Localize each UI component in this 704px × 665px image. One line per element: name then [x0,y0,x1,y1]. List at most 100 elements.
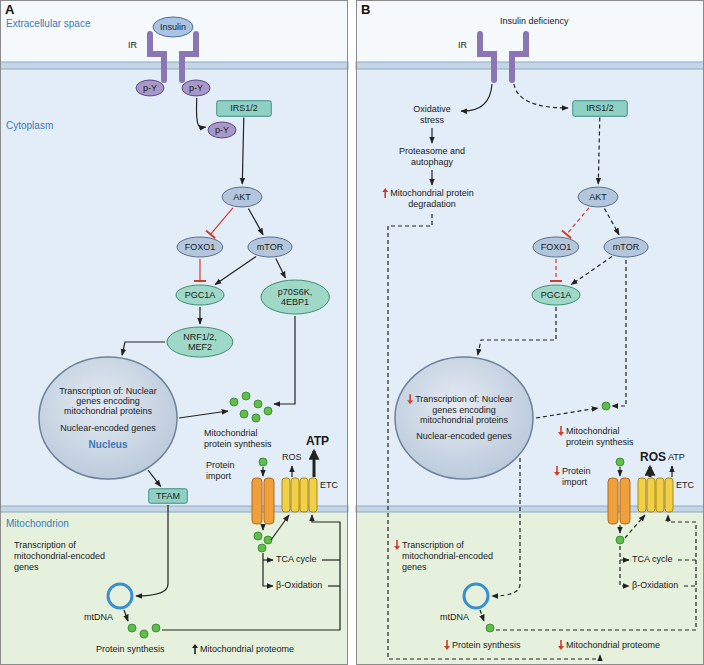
change-arrow [382,188,388,192]
change-arrow [558,432,564,436]
annotation-label: Protein import [562,466,606,488]
inhibition-connector [555,259,556,281]
panel-b-illustration [388,214,600,659]
panel-a-illustration [254,400,262,408]
panel-b-illustration [486,624,494,632]
node-outline [149,489,188,504]
panel-b-illustration [620,546,629,586]
annotation-label: ATP [668,452,685,463]
activation-arrow [571,257,612,285]
panel-a-illustration [263,553,273,586]
panel-a-illustration [254,532,262,540]
panel-b-illustration [431,128,432,143]
change-arrow [560,426,562,432]
protein-ellipse: AKT [221,186,263,208]
activation-arrow [276,259,286,278]
node-label: IRS1/2 [230,103,258,113]
node-label: p-Y [215,125,229,135]
annotation-label: ETC [320,480,338,491]
panel-a-illustration [262,525,263,530]
panel-a-illustration [328,585,340,586]
nucleus: Transcription of: Nuclear genes encoding… [38,356,178,480]
activation-arrow [248,208,263,234]
panel-background [0,0,348,665]
panel-b-illustration [656,478,664,512]
node-outline [176,285,224,305]
energy-label: ATP [306,434,329,448]
node-outline [136,80,164,96]
panel-b-illustration [608,478,618,524]
node-outline [533,237,579,257]
annotation-label: Mitochondrial protein degradation [384,188,480,210]
protein-ellipse: PGC1A [531,284,581,306]
panel-a-illustration [124,610,128,621]
node-outline [39,357,177,479]
node-label: AKT [589,192,607,202]
change-arrow [554,466,560,476]
change-arrow [192,644,198,654]
change-arrow [444,646,450,650]
change-arrow [556,466,558,472]
panel-background [356,0,704,665]
annotation-label: Protein synthesis [96,644,165,655]
change-arrow [560,640,562,646]
node-label: Nuclear-encoded genes [416,431,512,441]
panel-b-illustration [649,467,652,477]
panel-a-illustration [322,559,340,560]
node-label: AKT [233,192,251,202]
annotation-label: IR [458,40,467,51]
panel-a-illustration [240,410,248,418]
activation-arrow [199,307,200,324]
annotation-label: Protein synthesis [452,640,521,651]
panel-a-illustration [136,505,168,596]
panel-a-illustration [179,411,228,418]
panel-a-illustration [252,478,262,524]
panel-a-illustration [291,478,299,512]
inhibition-connector [567,208,589,235]
panel-b-illustration [461,84,492,111]
node-outline [177,237,223,257]
panel-a-illustration [274,316,295,404]
panel-a-illustration [300,478,308,512]
change-arrow [394,540,400,550]
panel-b-illustration [480,34,494,80]
panel-background [356,510,704,665]
panel-background [1,1,348,665]
node-label: NRF1/2, MEF2 [177,332,223,353]
activation-arrow [478,307,556,355]
node-label: FOXO1 [541,242,572,252]
change-arrow [194,648,196,654]
panel-b-illustration [638,478,646,512]
node-label: p70S6K, 4EBP1 [271,287,319,308]
panel-b-illustration [612,260,626,406]
panel-background [356,0,704,665]
panel-background [356,0,704,62]
panel-b-illustration [616,458,624,466]
activation-arrow [604,208,619,234]
panel-b-illustration [492,458,520,596]
activation-arrow [598,118,599,185]
change-arrow [558,426,564,436]
panel-a-illustration [264,536,272,544]
panel-a-illustration [128,624,136,632]
change-arrow [558,640,564,650]
node-outline [261,280,329,314]
panel-a-illustration [242,392,250,400]
annotation-label: mtDNA [84,612,113,623]
panel-a-illustration [182,34,196,80]
protein-box: IRS1/2 [216,100,272,117]
inhibition-connector [211,208,233,235]
annotation-label: TCA cycle [632,554,673,565]
protein-ellipse: AKT [577,186,619,208]
panel-a-illustration [108,584,132,608]
panel-a-illustration [263,559,273,560]
node-outline [217,100,272,116]
panel-b-illustration [671,466,672,477]
annotation-label: Proteasome and autophagy [397,146,467,168]
annotation-label: Oxidative stress [407,104,457,126]
protein-ellipse: FOXO1 [176,236,224,258]
annotation-label: Mitochondrial proteome [200,644,294,655]
panel-background [0,0,348,62]
change-arrow [192,644,198,648]
